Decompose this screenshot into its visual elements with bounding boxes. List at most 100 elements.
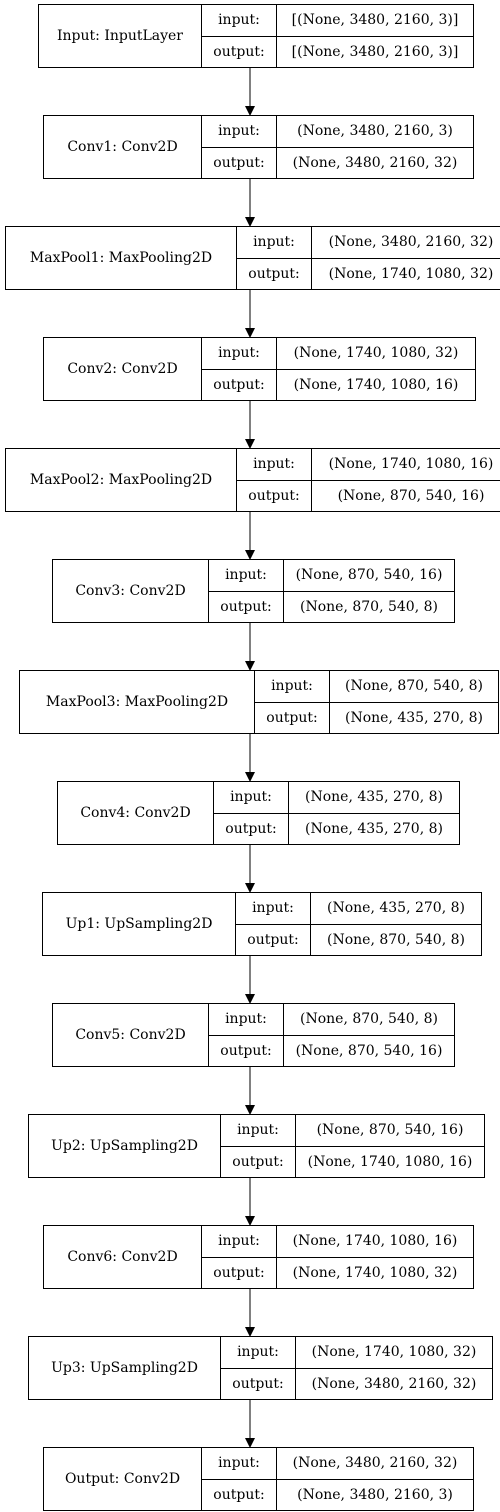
input-shape: (None, 3480, 2160, 32)	[312, 227, 500, 259]
io-labels: input: output:	[202, 5, 277, 67]
shape-values: (None, 870, 540, 16) (None, 1740, 1080, 1…	[296, 1115, 484, 1177]
shape-values: (None, 1740, 1080, 16) (None, 870, 540, 1…	[312, 449, 500, 511]
output-label: output:	[220, 1042, 272, 1059]
input-label: input:	[214, 782, 288, 814]
shape-values: (None, 3480, 2160, 3) (None, 3480, 2160, …	[277, 116, 473, 178]
layer-name: Output: Conv2D	[44, 1448, 202, 1510]
output-shape: [(None, 3480, 2160, 3)]	[291, 43, 459, 60]
output-label: output:	[248, 265, 300, 282]
output-shape: (None, 870, 540, 16)	[295, 1042, 443, 1059]
input-shape: (None, 435, 270, 8)	[289, 782, 459, 814]
input-label: input:	[202, 1226, 276, 1258]
shape-values: (None, 1740, 1080, 16) (None, 1740, 1080,…	[277, 1226, 473, 1288]
shape-values: (None, 435, 270, 8)(None, 435, 270, 8)	[289, 782, 459, 844]
input-label: input:	[209, 1004, 283, 1036]
input-shape: (None, 435, 270, 8)	[311, 893, 481, 925]
layer-name: Conv1: Conv2D	[44, 116, 202, 178]
output-shape: (None, 1740, 1080, 16)	[293, 376, 459, 393]
output-shape: (None, 870, 540, 16)	[337, 487, 485, 504]
input-shape: (None, 3480, 2160, 3)	[277, 116, 473, 148]
output-label: output:	[232, 1153, 284, 1170]
input-label: input:	[202, 1448, 276, 1480]
layer-name: MaxPool3: MaxPooling2D	[20, 671, 255, 733]
output-label: output:	[232, 1375, 284, 1392]
io-labels: input:output:	[255, 671, 330, 733]
layer-name: Up1: UpSampling2D	[43, 893, 236, 955]
input-label: input:	[255, 671, 329, 703]
input-shape: (None, 1740, 1080, 16)	[312, 449, 500, 481]
output-label: output:	[247, 931, 299, 948]
layer-name: Conv6: Conv2D	[44, 1226, 202, 1288]
input-label: input:	[237, 227, 311, 259]
io-labels: input: output:	[202, 1448, 277, 1510]
input-label: input:	[202, 5, 276, 37]
io-labels: input: output:	[221, 1115, 296, 1177]
shape-values: (None, 3480, 2160, 32) (None, 1740, 1080,…	[312, 227, 500, 289]
io-labels: input: output:	[202, 116, 277, 178]
shape-values: (None, 870, 540, 16) (None, 870, 540, 8)	[284, 560, 454, 622]
output-shape: (None, 870, 540, 8)	[300, 598, 438, 615]
io-labels: input: output:	[237, 227, 312, 289]
input-shape: (None, 1740, 1080, 16)	[277, 1226, 473, 1258]
layer-name: Up3: UpSampling2D	[29, 1337, 221, 1399]
input-shape: (None, 870, 540, 16)	[284, 560, 454, 592]
input-shape: (None, 3480, 2160, 32)	[277, 1448, 473, 1480]
input-label: input:	[221, 1115, 295, 1147]
shape-values: (None, 870, 540, 8) (None, 870, 540, 16)	[284, 1004, 454, 1066]
output-label: output:	[248, 487, 300, 504]
output-label: output:	[213, 1486, 265, 1503]
input-shape: (None, 1740, 1080, 32)	[277, 338, 475, 370]
shape-values: (None, 1740, 1080, 32) (None, 1740, 1080,…	[277, 338, 475, 400]
output-shape: (None, 3480, 2160, 32)	[292, 154, 458, 171]
io-labels: input: output:	[202, 338, 277, 400]
layer-name: Conv2: Conv2D	[44, 338, 202, 400]
layer-name: Conv5: Conv2D	[53, 1004, 209, 1066]
input-label: input:	[202, 116, 276, 148]
output-label: output:	[213, 43, 265, 60]
input-label: input:	[209, 560, 283, 592]
io-labels: input:output:	[214, 782, 289, 844]
output-shape: (None, 1740, 1080, 32)	[292, 1264, 458, 1281]
output-label: output:	[213, 376, 265, 393]
output-shape: (None, 1740, 1080, 16)	[307, 1153, 473, 1170]
shape-values: (None, 1740, 1080, 32)(None, 3480, 2160,…	[296, 1337, 492, 1399]
io-labels: input:output:	[237, 449, 312, 511]
layer-name: Conv4: Conv2D	[58, 782, 214, 844]
input-label: input:	[221, 1337, 295, 1369]
input-shape: (None, 870, 540, 8)	[330, 671, 498, 703]
output-label: output:	[220, 598, 272, 615]
shape-values: (None, 435, 270, 8) (None, 870, 540, 8)	[311, 893, 481, 955]
input-shape: (None, 870, 540, 16)	[296, 1115, 484, 1147]
layer-name: MaxPool2: MaxPooling2D	[6, 449, 237, 511]
io-labels: input: output:	[209, 1004, 284, 1066]
layer-name: Up2: UpSampling2D	[29, 1115, 221, 1177]
layer-name: MaxPool1: MaxPooling2D	[6, 227, 237, 289]
output-label: output:	[213, 1264, 265, 1281]
output-shape: (None, 870, 540, 8)	[327, 931, 465, 948]
input-shape: (None, 870, 540, 8)	[284, 1004, 454, 1036]
io-labels: input: output:	[202, 1226, 277, 1288]
io-labels: input:output:	[236, 893, 311, 955]
output-shape: (None, 1740, 1080, 32)	[328, 265, 494, 282]
output-shape: (None, 3480, 2160, 3)	[297, 1486, 453, 1503]
input-shape: [(None, 3480, 2160, 3)]	[277, 5, 473, 37]
io-labels: input: output:	[221, 1337, 296, 1399]
layer-name: Input: InputLayer	[39, 5, 202, 67]
output-label: output:	[213, 154, 265, 171]
input-label: input:	[202, 338, 276, 370]
